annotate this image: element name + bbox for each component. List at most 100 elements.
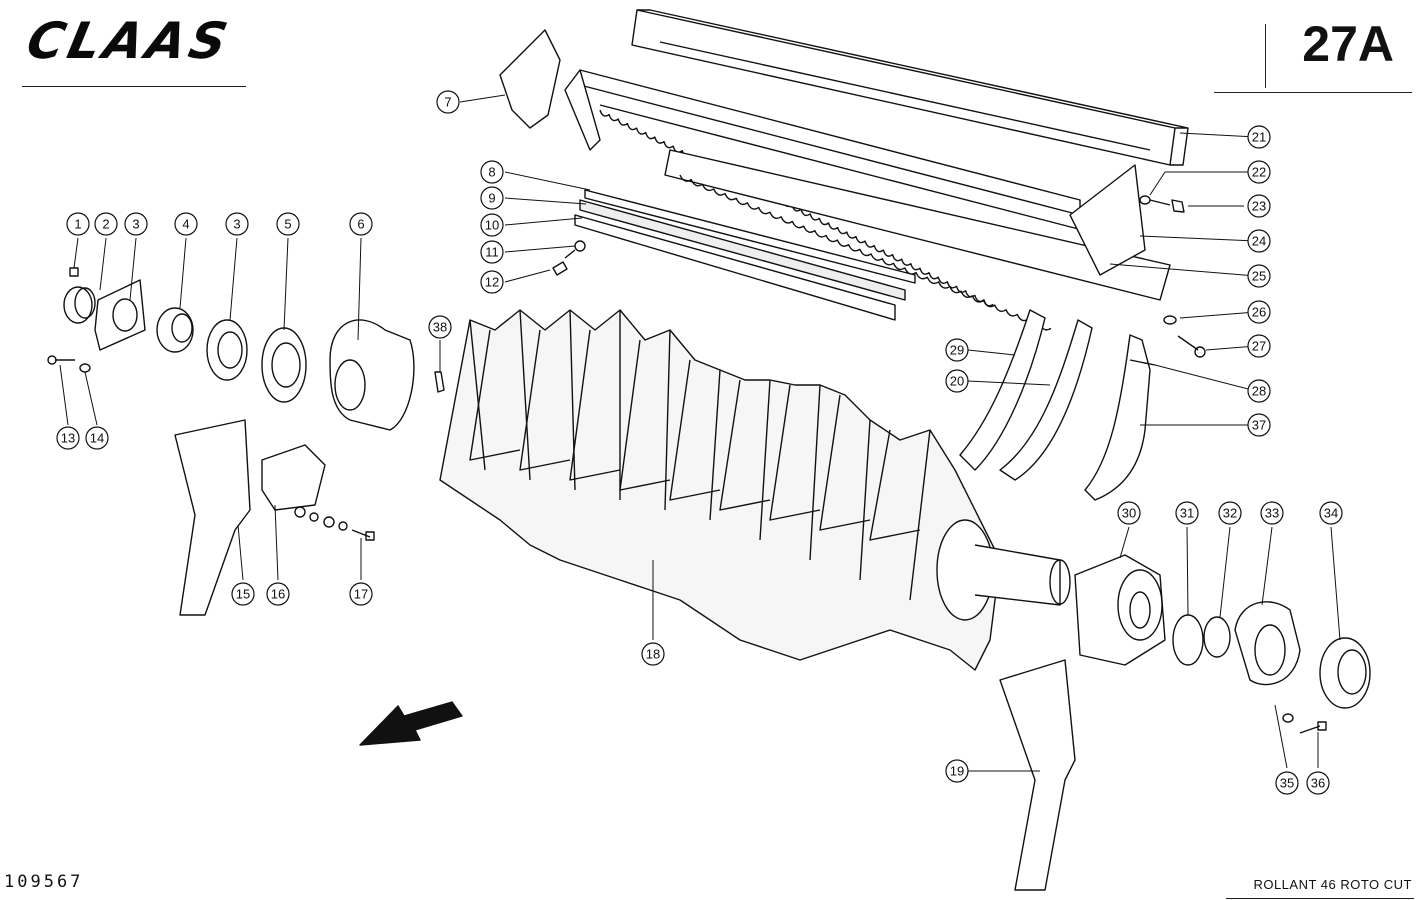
arrow-down-left-icon (359, 701, 463, 746)
callout-label: 38 (433, 320, 447, 335)
callout-26 (1247, 300, 1271, 324)
callout-38 (428, 315, 452, 339)
callout-8 (480, 160, 504, 184)
callout-33 (1260, 501, 1284, 525)
model-name: ROLLANT 46 ROTO CUT (1253, 877, 1412, 892)
page-code: 27A (1302, 16, 1394, 72)
callout-7 (436, 90, 460, 114)
part-rotor-18 (439, 309, 1001, 671)
callout-9 (480, 186, 504, 210)
part-fasteners-top (552, 195, 1206, 358)
part-plates-right (959, 309, 1156, 501)
callout-label: 30 (1122, 506, 1136, 521)
callout-6 (349, 212, 373, 236)
callout-17 (349, 582, 373, 606)
part-bearing-assembly-right (1074, 554, 1371, 734)
callout-25 (1247, 264, 1271, 288)
callout-19 (945, 759, 969, 783)
callout-label: 17 (354, 587, 368, 602)
callout-label: 22 (1252, 165, 1266, 180)
callout-label: 28 (1252, 384, 1266, 399)
callout-28 (1247, 379, 1271, 403)
callout-label: 3 (233, 217, 240, 232)
callout-23 (1247, 194, 1271, 218)
callout-4 (174, 212, 198, 236)
callout-20 (945, 369, 969, 393)
header-rule-left (22, 86, 246, 87)
part-bracket-7 (499, 29, 561, 129)
header-rule-vertical (1265, 24, 1266, 88)
header-rule-right (1214, 92, 1412, 93)
callout-label: 35 (1280, 776, 1294, 791)
callout-label: 25 (1252, 269, 1266, 284)
part-cover-top (631, 9, 1189, 166)
callout-13 (56, 426, 80, 450)
callout-35 (1275, 771, 1299, 795)
callout-30 (1117, 501, 1141, 525)
callout-label: 33 (1265, 506, 1279, 521)
leader-lines (59, 94, 1341, 772)
footer-rule (1226, 898, 1414, 899)
callout-label: 32 (1223, 506, 1237, 521)
callout-label: 14 (90, 431, 104, 446)
part-knife-bar-lower (664, 149, 1171, 331)
callout-label: 37 (1252, 418, 1266, 433)
callout-label: 36 (1311, 776, 1325, 791)
callout-label: 4 (182, 217, 189, 232)
callout-10 (480, 213, 504, 237)
callout-label: 27 (1252, 339, 1266, 354)
callout-label: 16 (271, 587, 285, 602)
part-pin-38 (434, 371, 445, 393)
callout-label: 9 (488, 191, 495, 206)
callout-label: 23 (1252, 199, 1266, 214)
callout-label: 6 (357, 217, 364, 232)
callout-label: 8 (488, 165, 495, 180)
callout-label: 34 (1324, 506, 1338, 521)
callout-circles (56, 90, 1343, 795)
callout-label: 20 (950, 374, 964, 389)
callout-29 (945, 338, 969, 362)
callout-label: 12 (485, 275, 499, 290)
part-rotor-shaft (936, 519, 1071, 621)
callout-label: 1 (74, 217, 81, 232)
callout-label: 13 (61, 431, 75, 446)
callout-18 (641, 642, 665, 666)
callout-label: 18 (646, 647, 660, 662)
callout-37 (1247, 413, 1271, 437)
callout-label: 2 (102, 217, 109, 232)
callout-label: 15 (236, 587, 250, 602)
callout-14 (85, 426, 109, 450)
callout-3b (225, 212, 249, 236)
callout-3a (124, 212, 148, 236)
callout-label: 29 (950, 343, 964, 358)
callout-label: 10 (485, 218, 499, 233)
callout-34 (1319, 501, 1343, 525)
callout-labels: 1 2 3 4 3 5 6 7 8 9 10 11 12 13 14 15 16… (61, 95, 1338, 791)
callout-label: 26 (1252, 305, 1266, 320)
part-scraper-19 (999, 659, 1076, 891)
part-fasteners-17 (294, 506, 375, 541)
callout-label: 21 (1252, 130, 1266, 145)
callout-label: 24 (1252, 234, 1266, 249)
callout-label: 3 (132, 217, 139, 232)
callout-11 (480, 240, 504, 264)
callout-2 (94, 212, 118, 236)
callout-label: 19 (950, 764, 964, 779)
callout-32 (1218, 501, 1242, 525)
callout-22 (1247, 160, 1271, 184)
callout-15 (231, 582, 255, 606)
callout-16 (266, 582, 290, 606)
callout-label: 31 (1180, 506, 1194, 521)
callout-label: 11 (485, 245, 499, 260)
callout-36 (1306, 771, 1330, 795)
part-scraper-15 (174, 419, 251, 616)
callout-label: 5 (284, 217, 291, 232)
callout-31 (1175, 501, 1199, 525)
callout-21 (1247, 125, 1271, 149)
callout-12 (480, 270, 504, 294)
callout-1 (66, 212, 90, 236)
callout-24 (1247, 229, 1271, 253)
callout-label: 7 (444, 95, 451, 110)
callout-27 (1247, 334, 1271, 358)
